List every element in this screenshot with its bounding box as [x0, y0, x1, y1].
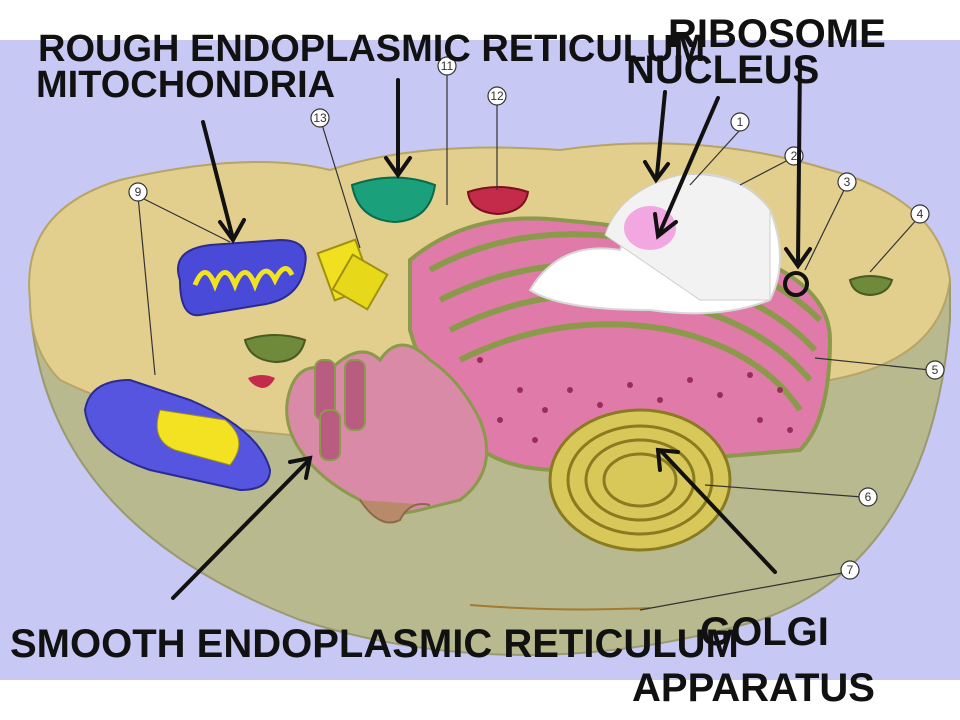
label-rough-er: ROUGH ENDOPLASMIC RETICULUM — [38, 28, 706, 70]
mitochondria-arrow — [201, 120, 234, 237]
nucleolus — [624, 206, 676, 250]
smooth-er — [285, 343, 489, 515]
smooth-er-base — [359, 499, 431, 524]
ribosome-arrowhead — [784, 247, 812, 270]
callout-circles — [128, 56, 945, 580]
vesicle-red — [466, 186, 530, 216]
vesicle-tiny — [248, 375, 275, 388]
callout-number: 6 — [865, 490, 872, 504]
label-apparatus: APPARATUS — [632, 666, 875, 710]
callout-number: 13 — [313, 111, 327, 125]
callout-number: 5 — [932, 363, 939, 377]
label-ribosome: RIBOSOME — [668, 12, 886, 56]
mitochondrion-bottom — [83, 378, 272, 492]
callout-number: 1 — [737, 115, 744, 129]
golgi-apparatus — [548, 408, 732, 552]
golgi-arrowhead — [655, 447, 680, 472]
label-nucleus: NUCLEUS — [626, 48, 820, 92]
label-mitochondria: MITOCHONDRIA — [36, 64, 336, 106]
vesicle-green — [350, 176, 437, 224]
callout-lines — [137, 68, 931, 611]
callout-number: 12 — [490, 89, 504, 103]
nucleus-arrowhead — [643, 160, 670, 184]
callout-number: 11 — [441, 59, 454, 73]
cell-membrane-line — [469, 604, 651, 611]
rough-er-arrowhead — [384, 156, 412, 179]
golgi-arrow — [660, 450, 777, 574]
callout-numbers: 1 2 3 4 5 6 7 9 11 12 13 — [135, 59, 939, 577]
nucleolus-arrow — [658, 96, 720, 234]
nucleus-arrow — [655, 90, 667, 177]
callout-number: 9 — [135, 185, 142, 199]
label-smooth-er: SMOOTH ENDOPLASMIC RETICULUM — [10, 622, 739, 666]
smooth-er-tubules — [314, 359, 366, 461]
callout-number: 3 — [844, 175, 851, 189]
vesicle-small — [848, 275, 894, 297]
label-golgi: GOLGI — [700, 610, 829, 654]
callout-number: 2 — [791, 149, 798, 163]
smooth-er-arrow — [171, 459, 310, 600]
ribosome-marker-circle — [783, 271, 809, 297]
ribosome-arrow — [796, 60, 802, 264]
vesicle-olive — [243, 334, 307, 364]
smooth-er-arrowhead — [288, 455, 313, 480]
label-arrows — [171, 60, 812, 600]
callout-number: 4 — [917, 207, 924, 221]
callout-number: 7 — [847, 563, 854, 577]
mitochondrion-top — [177, 238, 307, 317]
nucleolus-arrowhead — [653, 212, 678, 240]
centriole — [316, 238, 389, 311]
mitochondria-arrowhead — [218, 218, 246, 244]
